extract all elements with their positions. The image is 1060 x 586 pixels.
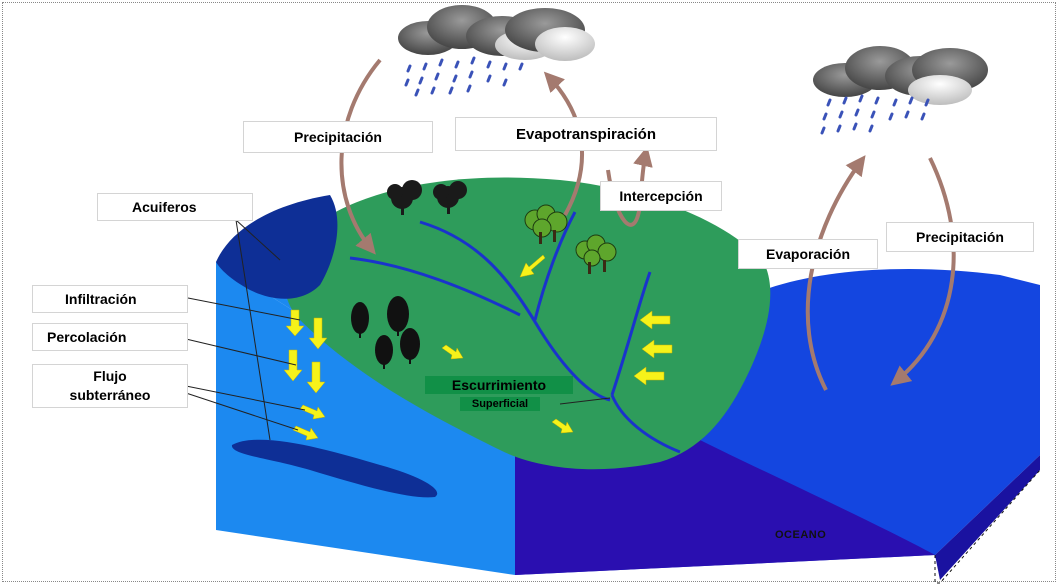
land-surface <box>284 177 771 470</box>
ocean-front-face <box>515 440 935 575</box>
tree-icon <box>387 180 467 215</box>
label-superficial: Superficial <box>460 397 540 411</box>
aquifer-lower <box>231 439 438 498</box>
ground-front-face <box>216 262 515 575</box>
runoff-arrow <box>551 418 574 434</box>
groundflow-arrow <box>292 425 319 441</box>
infiltration-arrow <box>285 309 305 337</box>
label-flujo-line2: subterráneo <box>69 387 151 403</box>
runoff-arrow <box>641 339 673 359</box>
precipitation-arrow-left <box>339 58 382 255</box>
aquifer-upper <box>216 195 338 299</box>
ocean <box>515 268 1041 584</box>
flow-arrows <box>283 254 673 441</box>
cloud-icon <box>398 5 595 61</box>
label-infiltracion: Infiltración <box>32 285 188 313</box>
label-flujo-subterraneo: Flujo subterráneo <box>32 364 188 408</box>
label-evapotranspiracion: Evapotranspiración <box>455 117 717 151</box>
label-intercepcion: Intercepción <box>600 181 722 211</box>
runoff-arrow <box>441 344 464 360</box>
label-precipitacion-right: Precipitación <box>886 222 1034 252</box>
percolation-arrow <box>306 361 326 394</box>
cloud-icon <box>813 46 988 105</box>
rain-icon <box>404 56 930 135</box>
label-evaporacion: Evaporación <box>738 239 878 269</box>
ocean-edge <box>934 469 1041 584</box>
label-flujo-line1: Flujo <box>93 368 127 384</box>
percolation-arrow <box>283 349 303 382</box>
river-network <box>349 211 681 454</box>
label-acuiferos: Acuiferos <box>97 193 253 221</box>
label-escurrimiento: Escurrimiento <box>425 376 573 394</box>
runoff-arrow <box>519 254 546 278</box>
ocean-right-face <box>935 455 1040 580</box>
label-percolacion: Percolación <box>32 323 188 351</box>
label-oceano: OCEANO <box>775 529 827 541</box>
tree-icon <box>351 296 420 369</box>
runoff-arrow <box>639 310 671 330</box>
label-precipitacion-left: Precipitación <box>243 121 433 153</box>
groundflow-arrow <box>299 404 326 420</box>
runoff-arrow <box>633 366 665 386</box>
infiltration-arrow <box>308 317 328 350</box>
leader-lines <box>185 219 611 441</box>
precipitation-arrow-right <box>890 157 956 386</box>
tree-icon <box>524 204 617 274</box>
evaporation-arrow <box>805 155 866 391</box>
